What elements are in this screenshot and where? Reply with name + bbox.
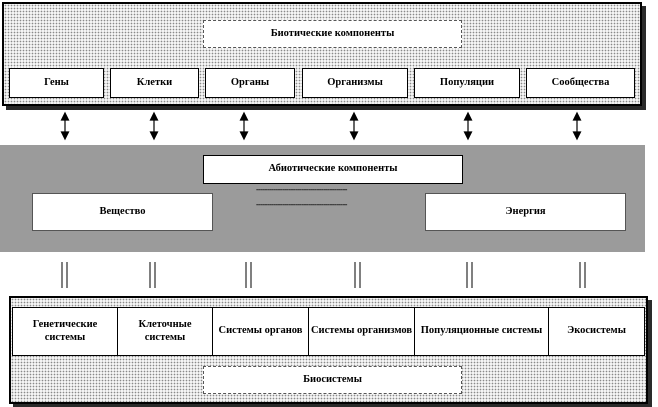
biotic-item-communities: Сообщества [526, 68, 635, 98]
double-arrow-icon [239, 111, 249, 141]
biotic-item-populations: Популяции [414, 68, 520, 98]
dashed-connector-line: ----------------------------------------… [256, 200, 347, 209]
double-line-connector [354, 262, 361, 288]
abiotic-components-title: Абиотические компоненты [203, 155, 463, 184]
system-genetic: Генетические системы [13, 308, 118, 355]
system-organisms: Системы организмов [309, 308, 415, 355]
system-populations: Популяционные системы [415, 308, 549, 355]
system-cellular: Клеточные системы [118, 308, 213, 355]
double-line-connector [149, 262, 156, 288]
biotic-components-title: Биотические компоненты [203, 20, 462, 48]
double-line-connector [61, 262, 68, 288]
double-arrow-icon [349, 111, 359, 141]
abiotic-energy-box: Энергия [425, 193, 626, 231]
system-ecosystems: Экосистемы [549, 308, 644, 355]
double-line-connector [466, 262, 473, 288]
biotic-item-cells: Клетки [110, 68, 199, 98]
system-organs: Системы органов [213, 308, 309, 355]
dashed-connector-line: ----------------------------------------… [256, 185, 347, 194]
biosystems-title: Биосистемы [203, 366, 462, 394]
biotic-item-organisms: Организмы [302, 68, 408, 98]
abiotic-matter-box: Вещество [32, 193, 213, 231]
biotic-components-panel [2, 2, 642, 106]
biotic-item-genes: Гены [9, 68, 104, 98]
double-line-connector [245, 262, 252, 288]
double-arrow-icon [60, 111, 70, 141]
double-line-connector [579, 262, 586, 288]
double-arrow-icon [149, 111, 159, 141]
double-arrow-icon [463, 111, 473, 141]
biotic-item-organs: Органы [205, 68, 295, 98]
double-arrow-icon [572, 111, 582, 141]
